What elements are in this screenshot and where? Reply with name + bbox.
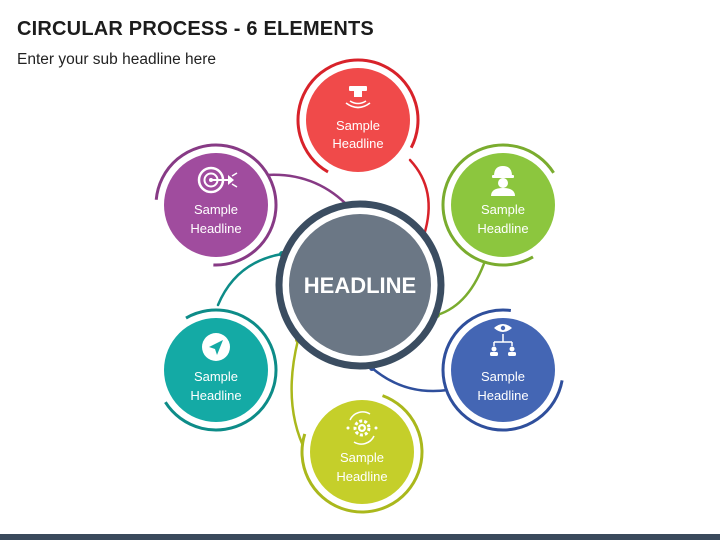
node-red: Sample Headline xyxy=(296,58,420,182)
connector-teal xyxy=(216,252,284,307)
node-yellow-line2: Headline xyxy=(336,469,387,484)
node-teal-line1: Sample xyxy=(194,369,238,384)
node-green-line1: Sample xyxy=(481,202,525,217)
page-title: CIRCULAR PROCESS - 6 ELEMENTS xyxy=(17,18,374,40)
node-teal-line2: Headline xyxy=(190,388,241,403)
node-green: Sample Headline xyxy=(441,143,565,267)
node-purple-line2: Headline xyxy=(190,221,241,236)
node-blue: Sample Headline xyxy=(441,308,565,432)
node-yellow: Sample Headline xyxy=(300,390,424,514)
org-chart-eye-icon xyxy=(490,324,516,356)
hub: HEADLINE xyxy=(275,200,445,370)
sensor-icon xyxy=(345,86,371,109)
node-red-line1: Sample xyxy=(336,118,380,133)
gear-cycle-icon xyxy=(346,411,378,445)
hub-label: HEADLINE xyxy=(304,273,416,298)
navigation-icon xyxy=(202,333,230,361)
connector-purple xyxy=(264,173,352,210)
page-subtitle: Enter your sub headline here xyxy=(17,51,217,68)
node-purple: Sample Headline xyxy=(154,143,278,267)
bottom-bar xyxy=(0,534,720,540)
target-icon xyxy=(197,166,238,194)
node-red-line2: Headline xyxy=(332,136,383,151)
connector-green xyxy=(435,256,488,317)
node-yellow-line1: Sample xyxy=(340,450,384,465)
node-teal: Sample Headline xyxy=(154,308,278,432)
worker-icon xyxy=(491,166,515,196)
node-purple-line1: Sample xyxy=(194,202,238,217)
node-blue-line1: Sample xyxy=(481,369,525,384)
connector-blue xyxy=(370,366,450,393)
node-green-line2: Headline xyxy=(477,221,528,236)
node-blue-line2: Headline xyxy=(477,388,528,403)
connector-red xyxy=(408,158,430,237)
